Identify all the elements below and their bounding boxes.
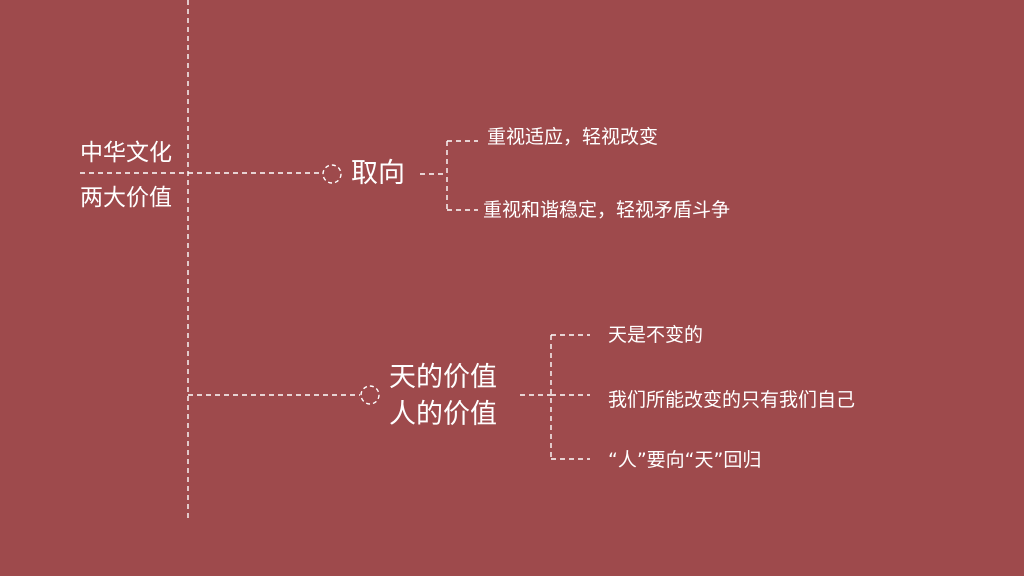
values-leaf-3: “人”要向“天”回归 — [608, 449, 762, 471]
root-title-line1: 中华文化 — [80, 140, 172, 166]
branch-values-line2: 人的价值 — [389, 399, 497, 430]
branch-orientation-label: 取向 — [351, 158, 405, 189]
orientation-leaf-1: 重视适应，轻视改变 — [487, 126, 659, 148]
branch-node-orientation — [322, 164, 342, 184]
orientation-leaf-2: 重视和谐稳定，轻视矛盾斗争 — [483, 199, 731, 221]
branch-node-values — [360, 385, 380, 405]
values-leaf-1: 天是不变的 — [608, 324, 704, 346]
branch-values-line1: 天的价值 — [389, 362, 497, 393]
root-title-line2: 两大价值 — [80, 185, 172, 211]
values-leaf-2: 我们所能改变的只有我们自己 — [608, 389, 856, 411]
